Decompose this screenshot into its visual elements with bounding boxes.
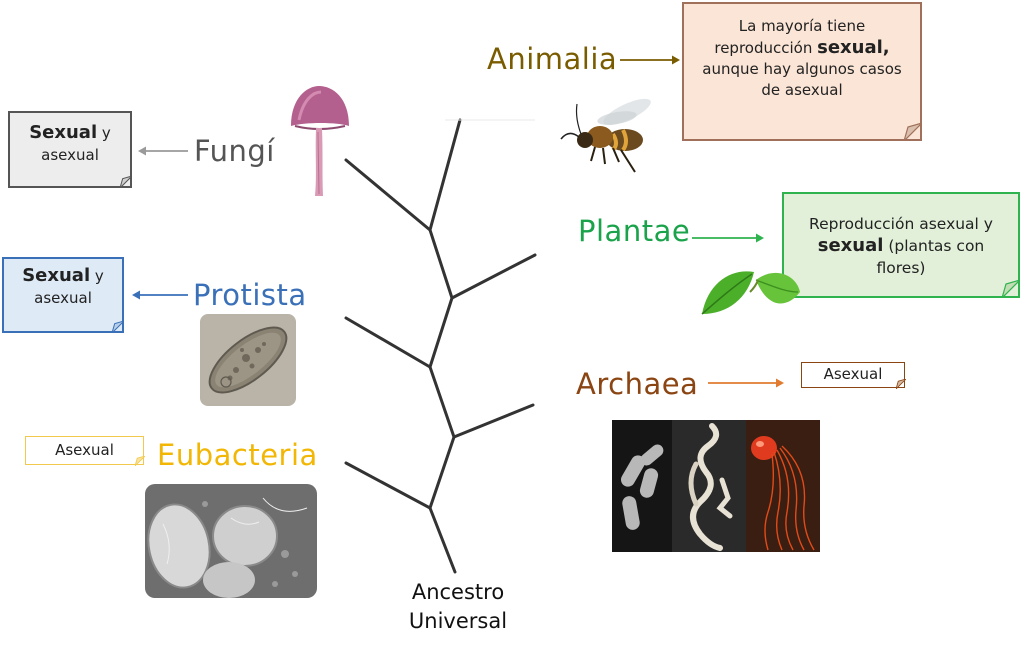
note-fungi-bold: Sexual	[29, 122, 98, 143]
root-label: Ancestro Universal	[392, 578, 524, 636]
note-fold	[120, 176, 132, 188]
arrow-archaea	[708, 378, 784, 388]
mushroom-icon	[291, 86, 349, 196]
kingdom-plantae: Plantae	[578, 214, 691, 248]
note-fold	[112, 321, 124, 333]
note-protista-post: y asexual	[34, 267, 104, 307]
note-eubacteria: Asexual	[25, 436, 145, 466]
note-fungi: Sexual y asexual	[8, 111, 132, 188]
note-animalia-post: aunque hay algunos casos de asexual	[702, 60, 902, 99]
note-protista: Sexual y asexual	[2, 257, 124, 333]
note-fold	[896, 379, 906, 389]
note-archaea-text: Asexual	[823, 365, 883, 383]
note-fold	[135, 456, 145, 466]
note-animalia: La mayoría tiene reproducción sexual, au…	[682, 2, 922, 141]
branch-plantae	[450, 253, 537, 300]
branch-fungi	[344, 158, 432, 232]
note-animalia-pre: La mayoría tiene reproducción	[714, 17, 866, 57]
note-eubacteria-text: Asexual	[55, 441, 114, 459]
arrow-animalia	[620, 55, 680, 65]
root-label-line1: Ancestro	[411, 580, 505, 604]
note-plantae-post: (plantas con flores)	[876, 237, 985, 277]
kingdom-animalia: Animalia	[487, 42, 618, 76]
paramecium-icon	[200, 314, 296, 406]
bacteria-micrograph	[145, 484, 317, 598]
branch-protista	[344, 316, 432, 369]
note-animalia-bold: sexual,	[817, 37, 890, 58]
kingdom-fungi: Fungí	[194, 134, 275, 168]
tree-trunk	[428, 118, 462, 574]
kingdom-archaea: Archaea	[576, 367, 699, 401]
note-fold	[1002, 280, 1020, 298]
arrow-fungi	[138, 146, 188, 156]
note-plantae-bold: sexual	[817, 235, 884, 256]
branch-archaea	[452, 403, 535, 439]
branch-eubacteria	[344, 461, 432, 510]
note-plantae-pre: Reproducción asexual y	[809, 215, 993, 233]
note-plantae: Reproducción asexual y sexual (plantas c…	[782, 192, 1020, 298]
leaf-icon	[701, 271, 800, 315]
arrow-protista	[132, 290, 188, 300]
arrow-plantae	[692, 233, 764, 243]
note-fold	[904, 123, 922, 141]
kingdom-eubacteria: Eubacteria	[157, 438, 318, 472]
root-label-line2: Universal	[408, 609, 508, 633]
note-archaea: Asexual	[801, 362, 906, 389]
bee-icon	[560, 98, 651, 173]
note-fungi-post: y asexual	[41, 124, 111, 164]
archaea-micrographs	[612, 420, 820, 552]
note-protista-bold: Sexual	[22, 265, 91, 286]
phylogenetic-tree	[344, 118, 537, 574]
kingdom-protista: Protista	[193, 278, 307, 312]
